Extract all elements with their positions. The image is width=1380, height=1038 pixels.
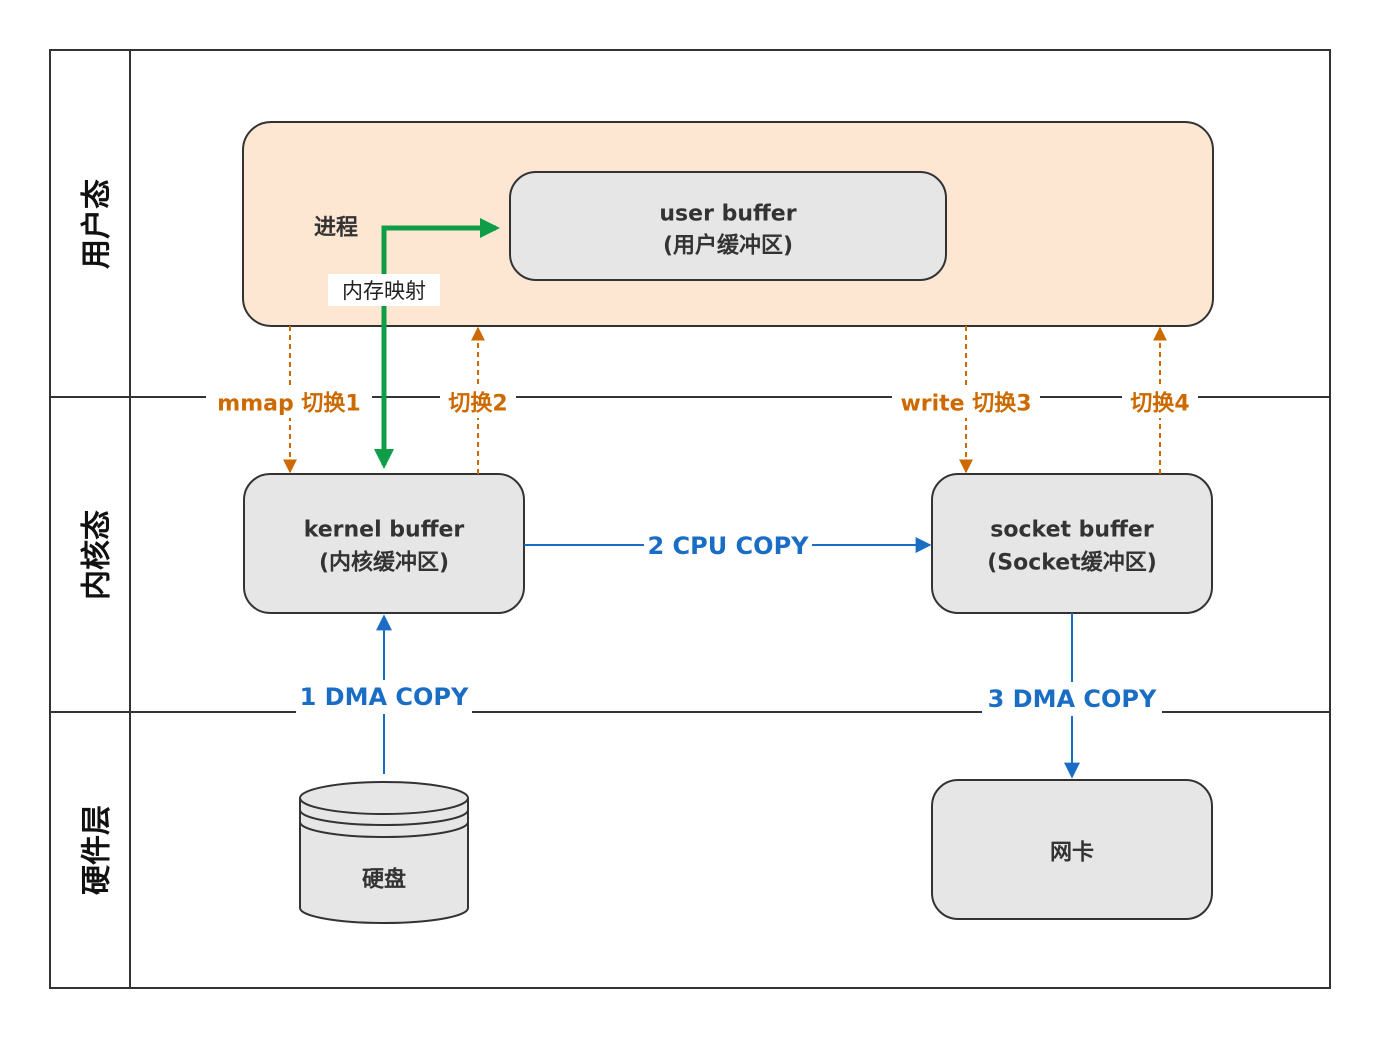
process-label: 进程 [314,216,358,241]
lane-label-kernel: 内核态 [80,510,115,600]
user-buffer-title: user buffer [659,202,796,227]
socket-buffer-title: socket buffer [990,518,1154,543]
copy2-label: 2 CPU COPY [647,532,809,560]
kernel-buffer-subtitle: (内核缓冲区) [319,550,449,576]
user-buffer-subtitle: (用户缓冲区) [663,233,793,259]
switch1-label: mmap 切换1 [217,391,360,417]
nic-label: 网卡 [1050,841,1094,866]
nic-box: 网卡 [931,779,1213,920]
disk-label: 硬盘 [362,867,406,893]
user-buffer-box: user buffer (用户缓冲区) [509,171,947,281]
lane-label-user: 用户态 [80,179,115,269]
lane-label-hardware: 硬件层 [80,805,115,895]
switch4-label: 切换4 [1130,391,1189,417]
socket-buffer-subtitle: (Socket缓冲区) [987,550,1157,576]
kernel-buffer-box: kernel buffer (内核缓冲区) [243,473,525,614]
switch3-label: write 切换3 [900,391,1031,417]
copy1-label: 1 DMA COPY [300,683,469,711]
socket-buffer-box: socket buffer (Socket缓冲区) [931,473,1213,614]
switch2-label: 切换2 [448,391,507,417]
disk-icon: 硬盘 [299,781,469,924]
copy3-label: 3 DMA COPY [988,685,1157,713]
mmap-note: 内存映射 [342,279,426,303]
kernel-buffer-title: kernel buffer [304,518,465,543]
